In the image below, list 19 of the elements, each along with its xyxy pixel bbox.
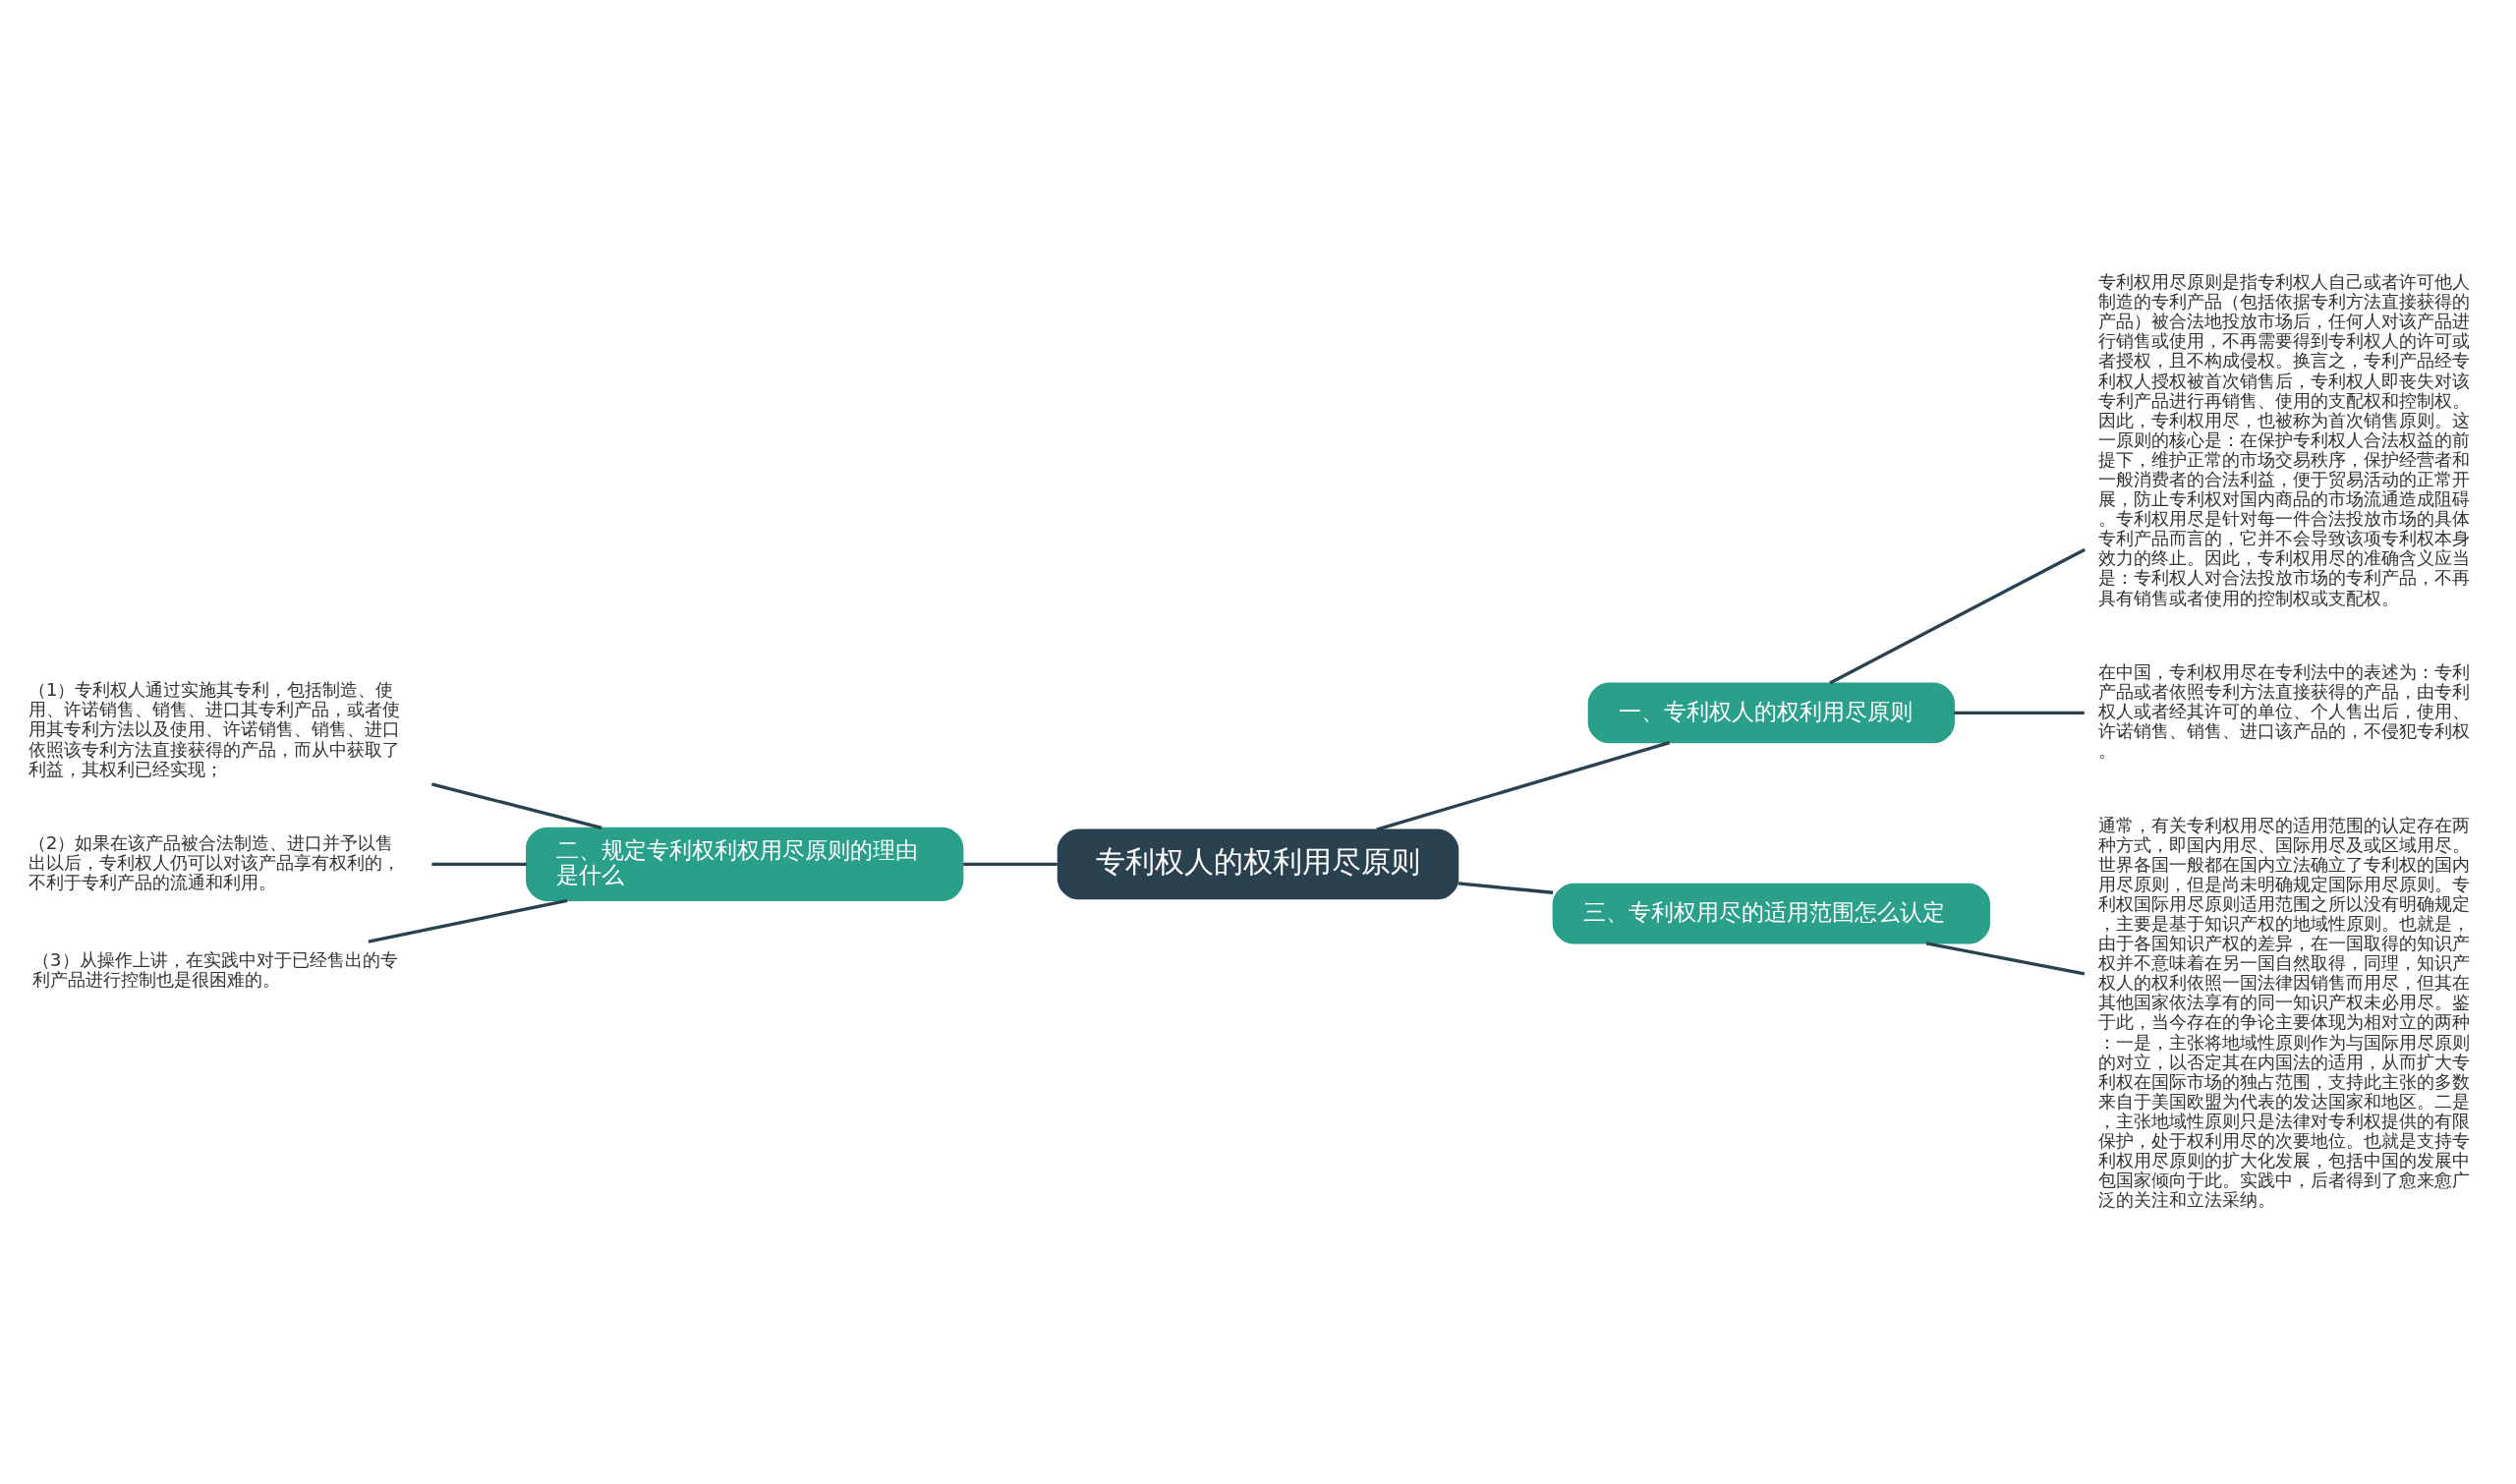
connector [431,862,527,866]
connector [963,862,1058,866]
node-text: 通常，有关专利权用尽的适用范围的认定存在两种方式，即国内用尽、国际用尽及或区域用尽。世界各国一般都在国内立法确立了专利权的国内用尽原则，但是尚未明确规定国际用尽原则。专利权国际用尽原则适用范围之所以没有明确规定，主要是基于知识产权的地域性原则。也就是，由于各国知识产权的差异，在一国取得的知识产权并不意味着在另一国自然取得，同理，知识产权人的权利依照一国法律因销售而用尽，但其在其他国家依法享有的同一知识产权未必用尽。鉴于此，当今存在的争论主要体现为相对立的两种：一是，主张将地域性原则作为与国际用尽原则的对立，以否定其在内国法的适用，从而扩大专利权在国际市场的独占范围，支持此主张的多数来自于美国欧盟为代表的发达国家和地区。二是，主张地域性原则只是法律对专利权提供的有限保护，处于权利用尽的次要地位。也就是支持专利权用尽原则的扩大化发展，包括中国的发展中包国家倾向于此。实践中，后者得到了愈来愈广泛的关注和立法采纳。 [2097,814,2470,1210]
node-text: （2）如果在该产品被合法制造、进口并予以售出以后，专利权人仍可以对该产品享有权利的，不利于专利产品的流通和利用。 [28,831,400,892]
node-text: 在中国，专利权用尽在专利法中的表述为：专利产品或者依照专利方法直接获得的产品，由专利权人或者经其许可的单位、个人售出后，使用、许诺销售、销售、进口该产品的，不侵犯专利权。 [2097,660,2470,761]
node-text: （1）专利权人通过实施其专利，包括制造、使用、许诺销售、销售、进口其专利产品，或者使用其专利方法以及使用、许诺销售、销售、进口依照该专利方法直接获得的产品，而从中获取了利益，其权利已经实现； [28,678,400,779]
node-text: （3）从操作上讲，在实践中对于已经售出的专利产品进行控制也是很困难的。 [31,948,398,990]
connector [1458,881,1554,894]
connector [1829,547,2086,684]
node-box: 三、专利权用尽的适用范围怎么认定 [1552,883,1990,944]
node-box: 专利权人的权利用尽原则 [1057,828,1459,899]
connector [430,781,602,829]
node-box: 一、专利权人的权利用尽原则 [1587,681,1955,743]
connector [368,898,568,943]
connector [1376,740,1671,831]
connector [1954,711,2085,714]
node-box: 二、规定专利权利权用尽原则的理由是什么 [526,827,964,901]
node-text: 专利权用尽原则是指专利权人自己或者许可他人制造的专利产品（包括依据专利方法直接获得的产品）被合法地投放市场后，任何人对该产品进行销售或使用，不再需要得到专利权人的许可或者授权，且不构成侵权。换言之，专利产品经专利权人授权被首次销售后，专利权人即丧失对该专利产品进行再销售、使用的支配权和控制权。因此，专利权用尽，也被称为首次销售原则。这一原则的核心是：在保护专利权人合法权益的前提下，维护正常的市场交易秩序，保护经营者和一般消费者的合法利益，便于贸易活动的正常开展，防止专利权对国内商品的市场流通造成阻碍。专利权用尽是针对每一件合法投放市场的具体专利产品而言的，它并不会导致该项专利权本身效力的终止。因此，专利权用尽的准确含义应当是：专利权人对合法投放市场的专利产品，不再具有销售或者使用的控制权或支配权。 [2097,270,2470,608]
connector [1925,941,2086,976]
